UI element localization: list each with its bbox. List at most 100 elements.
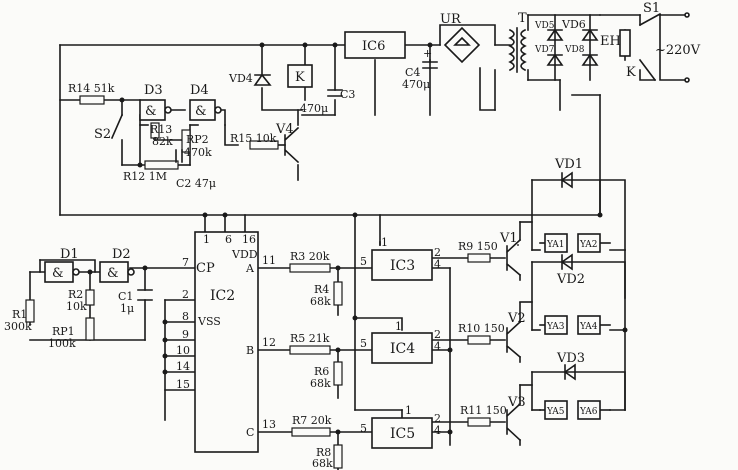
svg-text:2: 2: [434, 412, 441, 425]
ic2-pin-vdd: VDD: [231, 248, 258, 261]
ic4-label: IC4: [390, 341, 415, 357]
svg-text:2: 2: [434, 246, 441, 259]
r7-label: R7 20k: [292, 414, 332, 427]
valve-ya2: YA2: [577, 233, 601, 253]
vd6-label: VD6: [561, 18, 586, 31]
transistor-v3: V3: [505, 395, 526, 442]
svg-text:15: 15: [176, 378, 190, 391]
k-contact-label: K: [626, 65, 636, 80]
svg-text:13: 13: [262, 418, 276, 431]
s2-label: S2: [94, 127, 111, 142]
ic3-label: IC3: [390, 258, 415, 274]
gate-d2: & D2: [99, 247, 135, 283]
c1-value: 1μ: [120, 302, 134, 315]
ic5-label: IC5: [390, 426, 415, 442]
ic2-counter: IC2 CP VDD VSS A B C 1 6 16 7 2 8 9 10 1…: [176, 231, 276, 453]
vd5-label: VD5: [534, 21, 555, 31]
c1-label: C1: [118, 290, 133, 303]
resistor-r10: R10 150: [458, 322, 505, 345]
ic5: IC5 1 5 2 4: [360, 404, 441, 449]
svg-text:YA1: YA1: [546, 240, 564, 250]
d4-label: D4: [190, 83, 209, 98]
r3-label: R3 20k: [290, 250, 330, 263]
rp1-label: RP1: [52, 325, 75, 338]
ic2-pin-a: A: [245, 262, 255, 275]
resistor-r13: R13 82k: [150, 122, 173, 148]
capacitor-c2: C2 47μ: [175, 149, 216, 190]
resistor-r5: R5 21k: [289, 332, 331, 355]
v1-label: V1: [499, 231, 518, 246]
svg-text:2: 2: [182, 288, 189, 301]
eh-label: EH: [600, 34, 621, 49]
vd2-label: VD2: [556, 272, 585, 287]
resistor-r14: R14 51k: [68, 82, 115, 105]
svg-text:1: 1: [405, 404, 412, 417]
r8-value: 68k: [312, 457, 333, 470]
valve-ya3: YA3: [544, 315, 568, 335]
t-label: T: [518, 11, 527, 26]
svg-text:&: &: [107, 266, 119, 281]
bridge-rectifier-ur: UR: [440, 12, 481, 64]
r12-label: R12 1M: [123, 170, 167, 183]
v4-label: V4: [275, 122, 294, 137]
resistor-r11: R11 150: [460, 404, 507, 427]
r1-label: R1: [12, 308, 27, 321]
transistor-v1: V1: [499, 231, 522, 277]
gate-d4: & D4: [189, 83, 222, 121]
capacitor-c1: C1 1μ: [118, 289, 153, 315]
valve-ya5: YA5: [544, 400, 568, 420]
svg-text:8: 8: [182, 310, 189, 323]
vd3-label: VD3: [556, 351, 585, 366]
resistor-r8: R8 68k: [312, 444, 343, 470]
diode-vd4: VD4: [228, 72, 272, 86]
svg-text:1: 1: [395, 320, 402, 333]
svg-text:7: 7: [182, 256, 189, 269]
ic2-label: IC2: [210, 288, 235, 304]
c4-value: 470μ: [402, 78, 430, 91]
svg-text:YA4: YA4: [579, 322, 598, 332]
svg-text:+: +: [423, 47, 432, 60]
r9-label: R9 150: [458, 240, 498, 253]
ic2-pin-cp: CP: [196, 261, 215, 276]
svg-text:&: &: [145, 104, 157, 119]
svg-text:11: 11: [262, 254, 276, 267]
svg-text:4: 4: [434, 340, 441, 353]
r15-label: R15 10k: [230, 132, 277, 145]
c3-value: 470μ: [300, 102, 328, 115]
r2-value: 10k: [66, 300, 87, 313]
svg-text:1: 1: [203, 233, 210, 246]
relay-k-contact: K: [626, 58, 657, 82]
svg-text:9: 9: [182, 328, 189, 341]
svg-text:16: 16: [242, 233, 256, 246]
r4-value: 68k: [310, 295, 331, 308]
d2-label: D2: [112, 247, 131, 262]
d1-label: D1: [60, 247, 79, 262]
relay-k-coil: K: [287, 64, 313, 88]
r13-value: 82k: [152, 135, 173, 148]
vd1-label: VD1: [554, 157, 583, 172]
svg-text:2: 2: [434, 328, 441, 341]
ic3: IC3 1 5 2 4: [360, 236, 441, 281]
resistor-r6: R6 68k: [310, 361, 343, 390]
resistor-r1: R1 300k: [4, 299, 35, 333]
transistor-v4: V4: [275, 122, 300, 164]
svg-text:&: &: [195, 104, 207, 119]
r1-value: 300k: [4, 320, 32, 333]
capacitor-c4: + C4 470μ: [402, 47, 438, 91]
ic2-pin-vss: VSS: [197, 315, 221, 328]
junction-dots: [87, 42, 628, 435]
ic2-pin-c: C: [246, 426, 254, 439]
switch-s2: S2: [94, 113, 124, 142]
r10-label: R10 150: [458, 322, 505, 335]
relay-k-label: K: [295, 70, 305, 85]
resistor-r2: R2 10k: [66, 288, 95, 313]
svg-text:YA5: YA5: [546, 407, 565, 417]
mains-label: ~220V: [655, 43, 701, 58]
svg-text:4: 4: [434, 258, 441, 271]
valve-ya4: YA4: [577, 315, 601, 335]
rp2-value: 470k: [184, 146, 212, 159]
c4-label: C4: [405, 66, 420, 79]
ic6-label: IC6: [362, 39, 385, 54]
r4-label: R4: [314, 283, 329, 296]
